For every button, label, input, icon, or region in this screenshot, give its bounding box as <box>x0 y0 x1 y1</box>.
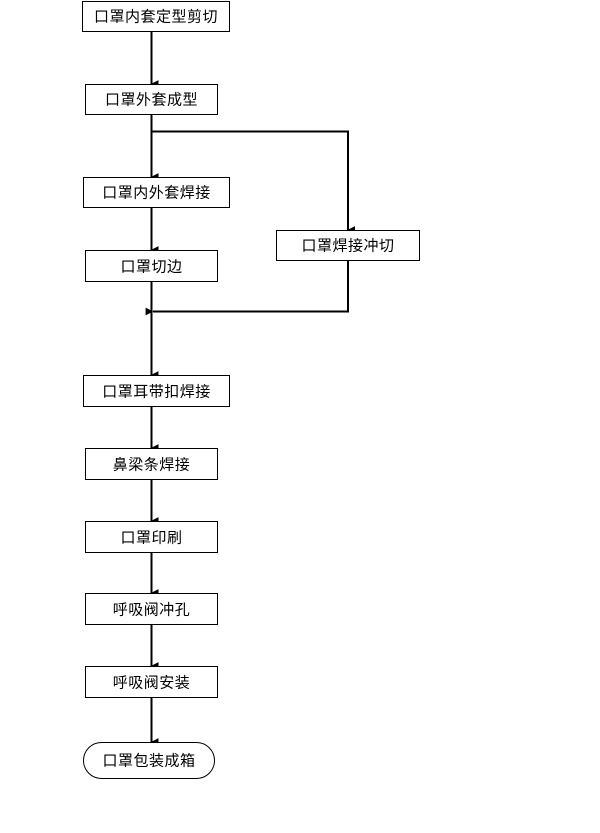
flow-node-label: 呼吸阀安装 <box>112 673 191 691</box>
flow-node-mask-printing[interactable]: 口罩印刷 <box>85 521 218 553</box>
flow-node-valve-installation[interactable]: 呼吸阀安装 <box>85 666 218 698</box>
flow-node-nose-bridge-welding[interactable]: 鼻梁条焊接 <box>85 448 218 480</box>
flow-node-mask-outer-shell-forming[interactable]: 口罩外套成型 <box>85 84 218 115</box>
flow-node-earloop-buckle-welding[interactable]: 口罩耳带扣焊接 <box>83 375 230 407</box>
flow-node-mask-edge-cutting[interactable]: 口罩切边 <box>85 250 218 282</box>
flow-node-label: 口罩内套定型剪切 <box>93 7 218 26</box>
flow-node-packaging-boxing[interactable]: 口罩包装成箱 <box>83 742 215 779</box>
flow-node-mask-inner-shell-trim[interactable]: 口罩内套定型剪切 <box>82 1 230 32</box>
flow-node-label: 口罩包装成箱 <box>102 751 196 770</box>
flow-node-label: 鼻梁条焊接 <box>112 455 191 473</box>
flow-node-valve-hole-punching[interactable]: 呼吸阀冲孔 <box>85 593 218 625</box>
flow-node-label: 呼吸阀冲孔 <box>112 600 191 618</box>
flow-node-label: 口罩切边 <box>120 257 183 275</box>
flow-node-mask-weld-punching[interactable]: 口罩焊接冲切 <box>276 230 420 261</box>
flow-node-label: 口罩焊接冲切 <box>301 236 395 255</box>
flow-node-mask-inner-outer-welding[interactable]: 口罩内外套焊接 <box>83 177 230 208</box>
flow-node-label: 口罩外套成型 <box>104 90 198 109</box>
flow-node-label: 口罩耳带扣焊接 <box>102 382 211 400</box>
flow-node-label: 口罩印刷 <box>120 528 183 546</box>
flow-node-label: 口罩内外套焊接 <box>102 183 211 202</box>
